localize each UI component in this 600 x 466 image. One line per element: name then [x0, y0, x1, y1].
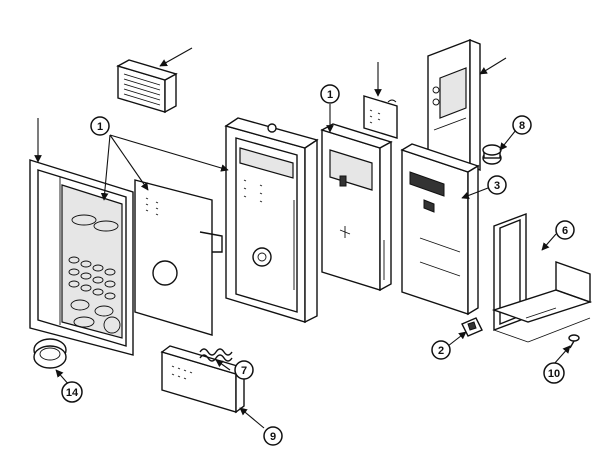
callout-3: 3 [487, 175, 507, 195]
svg-text:3: 3 [494, 180, 500, 192]
knob [33, 338, 67, 369]
callout-10: 10 [543, 362, 565, 384]
svg-text:10: 10 [548, 368, 560, 380]
keypad-buttons [68, 214, 121, 334]
svg-text:9: 9 [270, 431, 276, 443]
svg-text:2: 2 [438, 345, 444, 357]
callout-2: 2 [431, 340, 451, 360]
door-front-frame [29, 159, 134, 356]
callout-1b: 1 [320, 84, 340, 104]
main-circuit-board [400, 143, 480, 316]
svg-text:8: 8 [519, 120, 525, 132]
callout-1a: 1 [90, 116, 110, 136]
small-card [363, 95, 398, 139]
svg-text:14: 14 [66, 387, 79, 399]
control-panel-housing [224, 117, 319, 324]
vent-grille [116, 59, 178, 114]
svg-text:1: 1 [327, 89, 333, 101]
callout-6: 6 [555, 220, 575, 240]
back-panel [427, 38, 481, 181]
svg-text:6: 6 [562, 225, 568, 237]
callout-7: 7 [234, 360, 254, 380]
board-bracket [320, 123, 393, 292]
frame-bracket [491, 212, 593, 343]
screw [568, 334, 580, 349]
membrane-sheet [134, 179, 223, 336]
connector [482, 144, 502, 165]
callout-8: 8 [512, 115, 532, 135]
svg-text:7: 7 [241, 365, 247, 377]
spring [199, 348, 233, 362]
callout-14: 14 [61, 381, 83, 403]
leader-lines [34, 47, 571, 429]
callout-9: 9 [263, 426, 283, 446]
svg-text:1: 1 [97, 121, 103, 133]
